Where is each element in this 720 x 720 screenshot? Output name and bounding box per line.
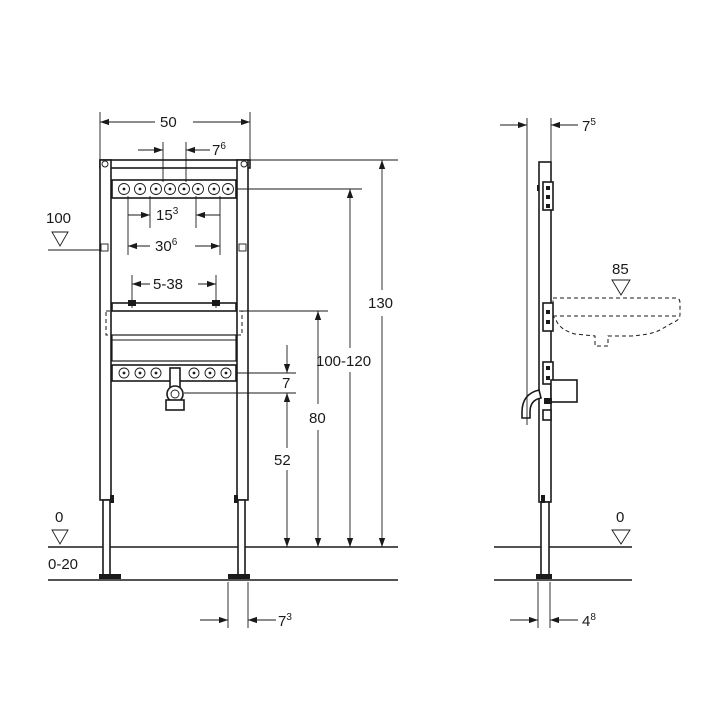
dim-depth-4-8: 48: [582, 612, 596, 630]
dim-height-130: 130: [368, 295, 393, 312]
level-0-label: 0: [55, 509, 63, 526]
right-foot-plate: [228, 574, 250, 579]
rail-hole-center: [154, 187, 158, 191]
rail-hole-center: [226, 187, 230, 191]
frame-right-leg: [237, 499, 246, 576]
side-frame-leg: [540, 501, 550, 576]
level-0-20-label: 0-20: [48, 556, 78, 573]
rail-hole: [204, 367, 216, 379]
rail-hole-center: [224, 371, 228, 375]
rail-hole-center: [138, 371, 142, 375]
side-siphon: [521, 389, 542, 419]
wash-basin-bracket-outline: [105, 310, 243, 336]
rail-hole-center: [154, 371, 158, 375]
rail-hole: [118, 183, 130, 195]
frame-top-bar: [99, 159, 251, 169]
rail-hole-center: [122, 187, 126, 191]
dim-height-52: 52: [274, 452, 291, 469]
rail-hole: [150, 183, 162, 195]
rail-hole-center: [192, 371, 196, 375]
rail-hole-center: [182, 187, 186, 191]
upper-fixing-rail: [111, 179, 237, 199]
left-foot-plate: [99, 574, 121, 579]
rail-hole-center: [122, 371, 126, 375]
rail-hole: [134, 183, 146, 195]
front-view: 50 76 153 306 5-38: [46, 112, 398, 630]
dim-width-50: 50: [160, 114, 177, 131]
rail-hole: [134, 367, 146, 379]
dim-gap-7: 7: [282, 375, 290, 392]
side-frame-profile: [538, 161, 552, 503]
level-100-triangle: [51, 231, 69, 247]
rail-hole: [164, 183, 176, 195]
lower-rail-holes: [118, 367, 232, 379]
rail-hole-center: [168, 187, 172, 191]
rail-hole: [118, 367, 130, 379]
level-100-label: 100: [46, 210, 71, 227]
rail-hole: [208, 183, 220, 195]
wash-basin-outline: [552, 297, 681, 347]
rail-hole: [188, 367, 200, 379]
side-drain-outlet: [550, 379, 578, 403]
rail-hole: [220, 367, 232, 379]
dim-hole-spacing-15-3: 153: [156, 206, 179, 224]
level-85-triangle: [611, 279, 631, 296]
rail-hole-center: [196, 187, 200, 191]
rail-hole: [192, 183, 204, 195]
dim-hole-spacing-30-6: 306: [155, 237, 178, 255]
dim-height-100-120: 100-120: [316, 353, 371, 370]
dim-foot-7-3: 73: [278, 612, 292, 630]
rail-hole: [150, 367, 162, 379]
level-0-triangle: [51, 529, 69, 545]
side-view: 75 48 85 0: [494, 117, 681, 630]
middle-crossbar: [111, 302, 237, 312]
rail-hole-center: [138, 187, 142, 191]
drain-connection: [165, 367, 185, 411]
rail-hole: [222, 183, 234, 195]
dim-hole-spacing-7-6: 76: [212, 141, 226, 159]
dim-height-80: 80: [309, 410, 326, 427]
frame-left-leg: [102, 499, 111, 576]
rail-hole-center: [212, 187, 216, 191]
rail-hole-center: [208, 371, 212, 375]
side-level-0-label: 0: [616, 509, 624, 526]
side-level-0-triangle: [611, 529, 631, 545]
upper-rail-holes: [118, 183, 234, 195]
level-85-label: 85: [612, 261, 629, 278]
dim-adjust-range-5-38: 5-38: [153, 276, 183, 293]
dim-depth-7-5: 75: [582, 117, 596, 135]
rail-hole: [178, 183, 190, 195]
